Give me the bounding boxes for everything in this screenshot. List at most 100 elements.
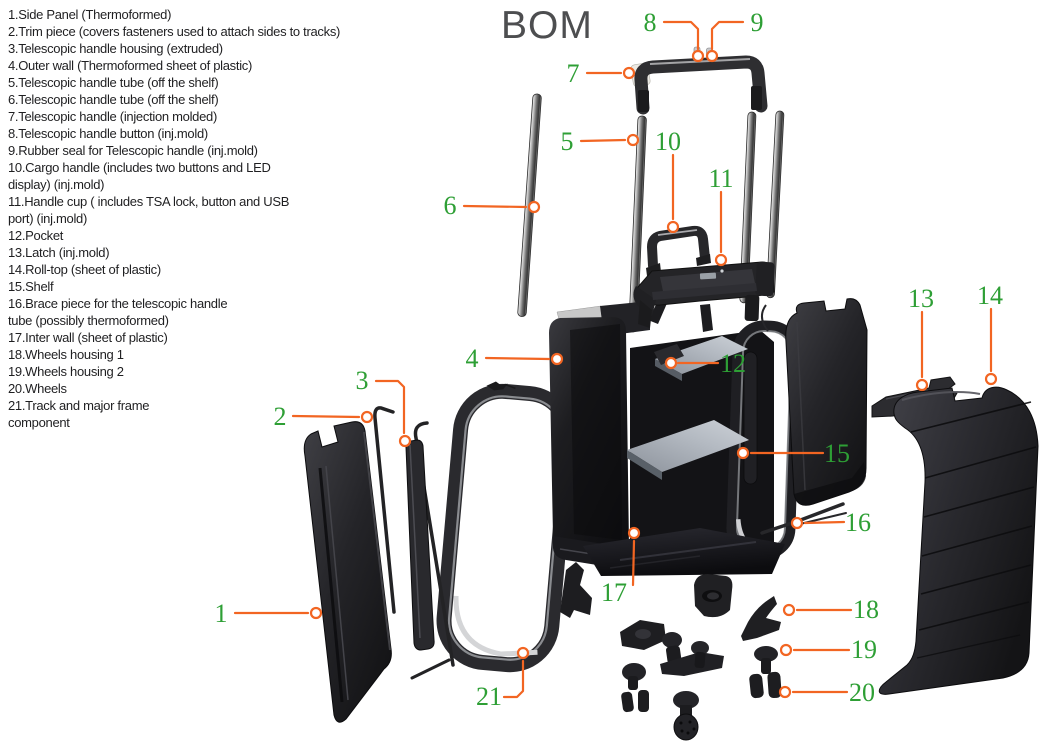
part-wheels-cluster (560, 562, 782, 741)
callout-15: 15 (736, 439, 850, 468)
leader-dot (736, 446, 750, 460)
parts-list-item: 5.Telescopic handle tube (off the shelf) (8, 75, 219, 90)
leader-line (662, 20, 700, 51)
callout-12: 12 (664, 349, 746, 378)
callout-number: 9 (751, 8, 764, 37)
part-outer-wall (549, 302, 650, 571)
part-pocket (654, 336, 748, 381)
callout-16: 16 (790, 508, 871, 537)
callout-2: 2 (274, 402, 374, 431)
leader-dot (627, 526, 641, 540)
part-handle-cup (633, 261, 775, 328)
callout-number: 1 (215, 599, 228, 628)
parts-list-item: 14.Roll-top (sheet of plastic) (8, 262, 161, 277)
leader-dot (778, 685, 792, 699)
parts-list-item: 13.Latch (inj.mold) (8, 245, 110, 260)
leader-dot (984, 372, 998, 386)
callout-number: 20 (849, 678, 875, 707)
leader-line (374, 379, 406, 435)
callout-number: 2 (274, 402, 287, 431)
part-roll-top (878, 386, 1039, 695)
part-shelf (627, 420, 749, 480)
leader-dot (550, 352, 564, 366)
callout-13: 13 (908, 284, 934, 392)
part-telescopic-tubes (517, 93, 785, 333)
callout-number: 18 (853, 595, 879, 624)
parts-list-item: 10.Cargo handle (includes two buttons an… (8, 160, 271, 192)
part-wheel-bottom (673, 691, 699, 741)
part-wheels-housing-1 (741, 596, 781, 641)
parts-list-item: 6.Telescopic handle tube (off the shelf) (8, 92, 219, 107)
callout-8: 8 (644, 8, 705, 63)
callout-6: 6 (444, 191, 541, 220)
part-brace-piece (760, 502, 847, 535)
usb-detail (699, 272, 717, 280)
callout-number: 13 (908, 284, 934, 313)
parts-list-item: 21.Track and major frame component (8, 398, 150, 430)
parts-list-item: 11.Handle cup ( includes TSA lock, butto… (8, 194, 290, 226)
leader-dot (714, 253, 728, 267)
leader-dot (398, 434, 412, 448)
part-corner-bracket (560, 562, 592, 618)
part-wheel-housing-cup (694, 574, 733, 618)
callout-11: 11 (708, 164, 734, 267)
callout-number: 19 (851, 635, 877, 664)
parts-list-item: 4.Outer wall (Thermoformed sheet of plas… (8, 58, 253, 73)
callout-17: 17 (601, 526, 641, 607)
leader-dot (691, 49, 705, 63)
parts-list-item: 16.Brace piece for the telescopic handle… (8, 296, 228, 328)
callout-number: 21 (476, 682, 502, 711)
leader-dot (527, 200, 541, 214)
leader-dot (516, 646, 530, 660)
callout-14: 14 (977, 281, 1003, 386)
parts-list-item: 20.Wheels (8, 381, 67, 396)
part-handle-housing (405, 439, 435, 651)
parts-list-item: 19.Wheels housing 2 (8, 364, 124, 379)
callout-number: 12 (720, 349, 746, 378)
parts-list-item: 7.Telescopic handle (injection molded) (8, 109, 218, 124)
leader-dot (915, 378, 929, 392)
leader-dot (779, 643, 793, 657)
callout-19: 19 (779, 635, 877, 664)
leader-dot (622, 66, 636, 80)
parts-list-item: 12.Pocket (8, 228, 64, 243)
leader-dot (626, 133, 640, 147)
callout-number: 15 (824, 439, 850, 468)
parts-list-item: 3.Telescopic handle housing (extruded) (8, 41, 223, 56)
part-wheels (749, 671, 782, 699)
leader-line (462, 204, 528, 209)
callout-number: 5 (561, 127, 574, 156)
part-inter-wall (583, 299, 802, 576)
callout-9: 9 (705, 8, 764, 63)
callout-number: 10 (655, 127, 681, 156)
callout-number: 6 (444, 191, 457, 220)
callout-3: 3 (356, 366, 412, 448)
parts-list-item: 1.Side Panel (Thermoformed) (8, 7, 172, 22)
callout-number: 17 (601, 578, 627, 607)
callout-number: 14 (977, 281, 1003, 310)
leader-dot (309, 606, 323, 620)
callout-number: 11 (708, 164, 733, 193)
leader-dot (360, 410, 374, 424)
part-trim-pieces (373, 406, 455, 680)
callout-4: 4 (466, 344, 564, 373)
leader-line (631, 539, 636, 587)
part-side-panel (303, 421, 392, 723)
page-title: BOM (501, 4, 593, 47)
callout-number: 7 (567, 59, 580, 88)
leader-dot (705, 49, 719, 63)
callout-1: 1 (215, 599, 323, 628)
part-wheel-assembly-center (660, 632, 724, 676)
part-pocket-panel (785, 298, 868, 506)
leader-line (579, 138, 627, 143)
callout-21: 21 (476, 646, 530, 711)
parts-list-item: 2.Trim piece (covers fasteners used to a… (8, 24, 341, 39)
leader-line (710, 20, 745, 51)
parts-list-item: 15.Shelf (8, 279, 54, 294)
callout-10: 10 (655, 127, 681, 234)
part-wheel-bracket (620, 620, 666, 650)
callout-number: 4 (466, 344, 479, 373)
leader-dot (666, 220, 680, 234)
